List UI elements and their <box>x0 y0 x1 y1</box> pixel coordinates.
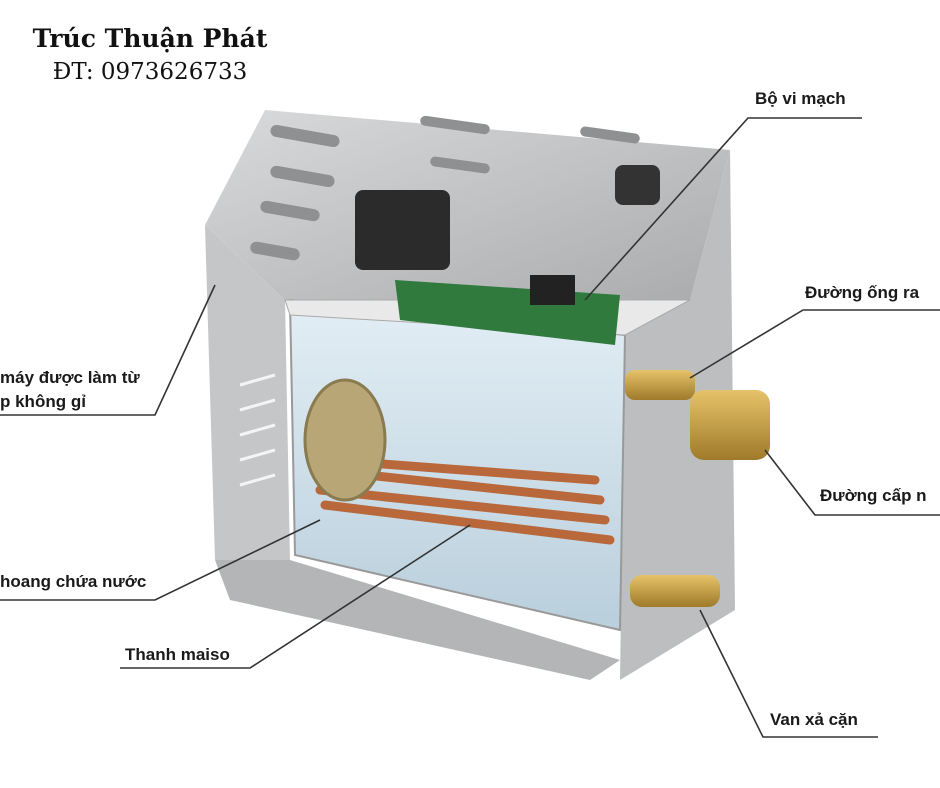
label-circuit-board: Bộ vi mạch <box>755 89 846 108</box>
label-water-inlet: Đường cấp n <box>820 486 927 505</box>
label-water-tank: hoang chứa nước <box>0 572 147 591</box>
heating-element <box>303 378 615 545</box>
stainless-housing <box>205 110 735 680</box>
label-steam-outlet: Đường ống ra <box>805 283 920 302</box>
brand-watermark: Trúc Thuận Phát ĐT: 0973626733 <box>0 22 300 88</box>
callout-lines <box>0 117 940 738</box>
label-drain-valve: Van xả cặn <box>770 710 858 729</box>
label-heating-element: Thanh maiso <box>125 645 230 664</box>
label-body-line2: p không gỉ <box>0 392 86 411</box>
brand-phone: ĐT: 0973626733 <box>52 59 248 85</box>
brand-name: Trúc Thuận Phát <box>32 24 268 53</box>
label-body-line1: máy được làm từ <box>0 368 140 387</box>
circuit-board <box>355 165 660 345</box>
brass-fittings <box>625 370 770 607</box>
